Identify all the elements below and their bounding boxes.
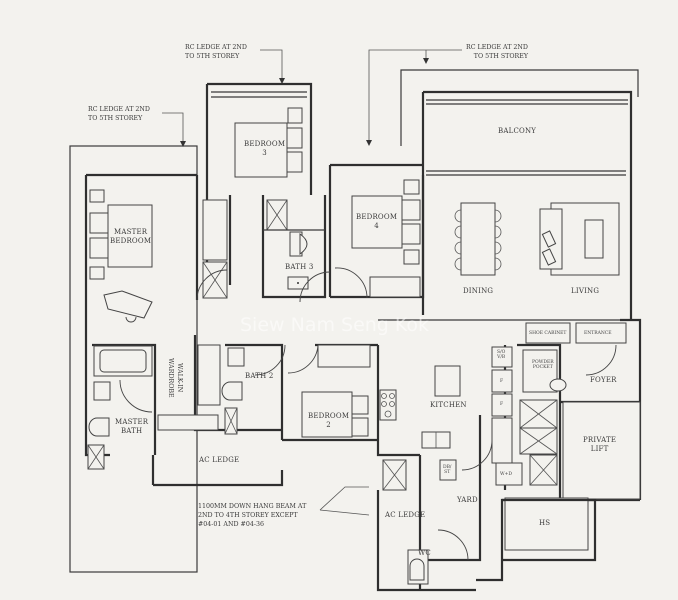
kitchen-fixtures xyxy=(379,346,513,481)
walk-in-wardrobe-fixtures xyxy=(157,344,221,431)
rc-ledge-note-top: RC LEDGE AT 2ND TO 5TH STOREY xyxy=(185,44,247,60)
room-label-master-bath: MASTER BATH xyxy=(115,418,149,435)
room-label-private-lift: PRIVATE LIFT xyxy=(583,436,617,453)
bath-2-fixtures xyxy=(221,344,286,435)
room-label-yard: YARD xyxy=(457,496,478,504)
fixture-label-shoe-cabinet: SHOE CABINET xyxy=(529,331,567,336)
room-label-bath-3: BATH 3 xyxy=(285,263,314,271)
living-sofa xyxy=(539,202,620,276)
fixture-label-entrance: ENTRANCE xyxy=(584,331,612,336)
fixture-label-fridge-1: F xyxy=(500,379,504,384)
room-label-bedroom-3: BEDROOM 3 xyxy=(244,140,286,157)
fixture-label-fridge-2: F xyxy=(500,402,504,407)
hs-and-wc xyxy=(382,459,597,585)
fixture-label-db-st: DB/ ST xyxy=(443,465,452,475)
master-bed xyxy=(89,189,153,323)
room-label-ac-ledge: AC LEDGE xyxy=(199,456,240,464)
rc-ledges xyxy=(69,69,639,573)
room-label-balcony: BALCONY xyxy=(498,127,537,135)
room-label-walk-in-wardrobe: WALK-IN WARDROBE xyxy=(167,358,183,398)
room-label-bath-2: BATH 2 xyxy=(245,372,274,380)
utility-shafts xyxy=(495,322,641,500)
down-hang-beam-note: 1100MM DOWN HANG BEAM AT 2ND TO 4TH STOR… xyxy=(198,503,307,528)
bedroom-2-furniture xyxy=(287,344,371,438)
bedroom-3-furniture xyxy=(234,107,303,178)
room-label-wc: WC xyxy=(418,549,431,557)
room-label-master-bedroom: MASTER BEDROOM xyxy=(110,228,152,245)
fixture-label-so-vb: S/O V/B xyxy=(497,350,506,360)
bedroom-4-furniture xyxy=(334,179,421,299)
fixture-label-wd: W+D xyxy=(500,472,513,477)
room-label-hs: HS xyxy=(539,519,551,527)
rc-ledge-note-right: RC LEDGE AT 2ND TO 5TH STOREY xyxy=(466,44,528,60)
room-label-kitchen: KITCHEN xyxy=(430,401,467,409)
room-label-ac-ledge-yard: AC LEDGE xyxy=(385,511,426,519)
room-label-bedroom-2: BEDROOM 2 xyxy=(308,412,350,429)
rc-ledge-note-left: RC LEDGE AT 2ND TO 5TH STOREY xyxy=(88,106,150,122)
wardrobe-column xyxy=(196,199,228,301)
room-label-foyer: FOYER xyxy=(590,376,617,384)
watermark: Siew Nam Seng Kok xyxy=(240,314,430,336)
annotation-leaders xyxy=(162,49,462,516)
bath-3-fixtures xyxy=(266,199,331,303)
room-label-living: LIVING xyxy=(571,287,600,295)
room-label-bedroom-4: BEDROOM 4 xyxy=(356,213,398,230)
fixture-label-powder-pocket: POWDER POCKET xyxy=(532,360,554,370)
dining-table xyxy=(454,202,502,276)
room-label-dining: DINING xyxy=(463,287,494,295)
master-bath-fixtures xyxy=(87,345,153,470)
